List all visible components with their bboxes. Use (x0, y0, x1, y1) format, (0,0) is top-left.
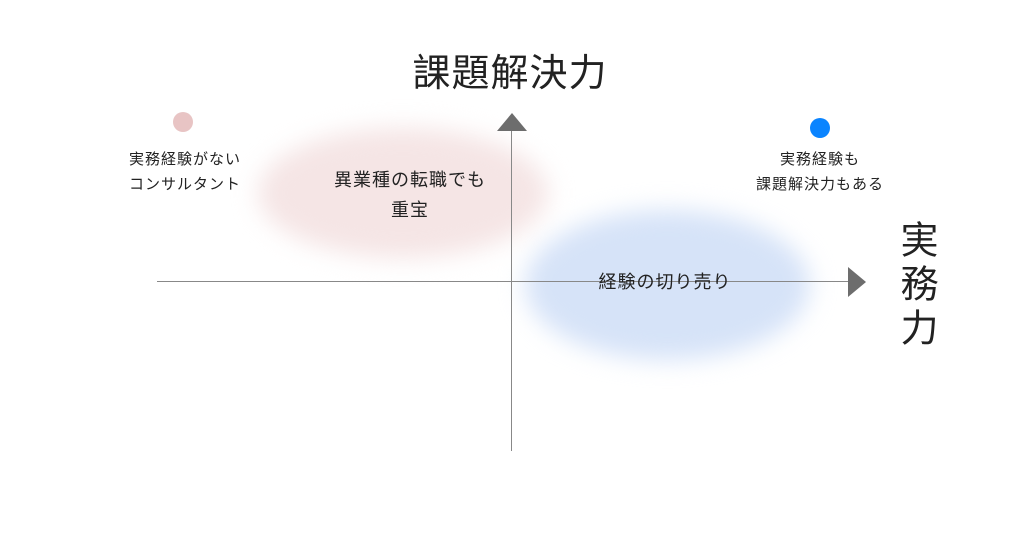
label-line: 実務経験も (779, 150, 860, 168)
region-label-selling-experience: 経験の切り売り (560, 268, 770, 298)
y-axis-arrow-icon (497, 113, 527, 131)
label-line: 異業種の転職でも (334, 170, 486, 191)
x-axis-title: 実務力 (894, 220, 938, 352)
label-line: 課題解決力もある (755, 175, 884, 193)
point-marker-no-experience (173, 112, 193, 132)
point-label-experienced: 実務経験も 課題解決力もある (730, 147, 910, 197)
label-line: 経験の切り売り (598, 272, 732, 293)
region-pink-blob (258, 128, 548, 258)
region-label-career-change: 異業種の転職でも 重宝 (300, 166, 520, 226)
region-blue-blob (525, 210, 810, 360)
label-line: 重宝 (391, 200, 429, 221)
point-label-no-experience: 実務経験がない コンサルタント (100, 147, 270, 197)
x-axis-line (157, 281, 849, 282)
x-axis-arrow-icon (848, 267, 866, 297)
y-axis-line (511, 130, 512, 451)
y-axis-title: 課題解決力 (412, 51, 608, 95)
label-line: 実務経験がない (128, 150, 241, 168)
label-line: コンサルタント (128, 175, 241, 193)
point-marker-experienced (810, 118, 830, 138)
